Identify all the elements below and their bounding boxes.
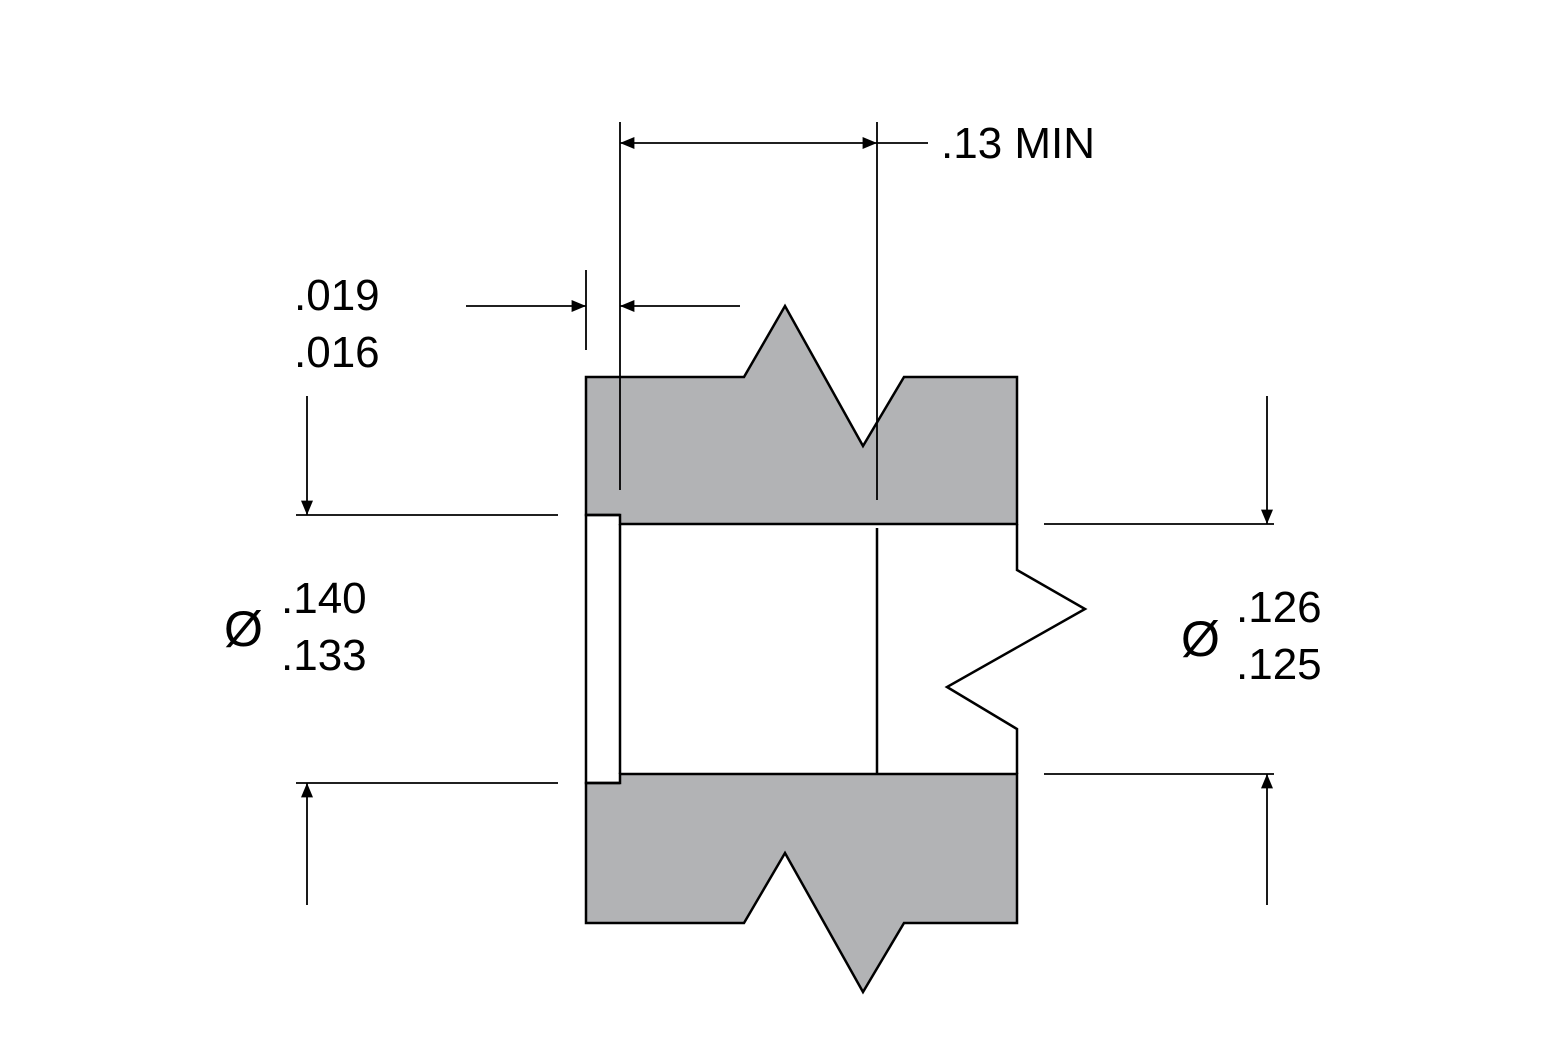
id-lower-tolerance: .125 (1236, 640, 1322, 689)
step-lower-tolerance: .016 (294, 328, 380, 377)
id-diameter-symbol: Ø (1181, 611, 1220, 667)
id-upper-tolerance: .126 (1236, 583, 1322, 632)
depth-dimension: .13 MIN (619, 119, 1095, 500)
od-upper-tolerance: .140 (281, 574, 367, 623)
lower-wall-section (584, 772, 1019, 995)
depth-dimension-text: .13 MIN (941, 119, 1095, 168)
break-line-right (944, 524, 1088, 774)
upper-wall-section (584, 303, 1019, 526)
step-face-outline (584, 513, 620, 785)
bore-outline (584, 513, 1088, 785)
inner-diameter-dimension: Ø .126 .125 (1044, 396, 1322, 905)
step-dimension: .019 .016 (294, 270, 740, 377)
od-lower-tolerance: .133 (281, 631, 367, 680)
od-diameter-symbol: Ø (224, 601, 263, 657)
outer-diameter-dimension: Ø .140 .133 (224, 396, 558, 905)
part-section (584, 303, 1019, 995)
step-upper-tolerance: .019 (294, 271, 380, 320)
